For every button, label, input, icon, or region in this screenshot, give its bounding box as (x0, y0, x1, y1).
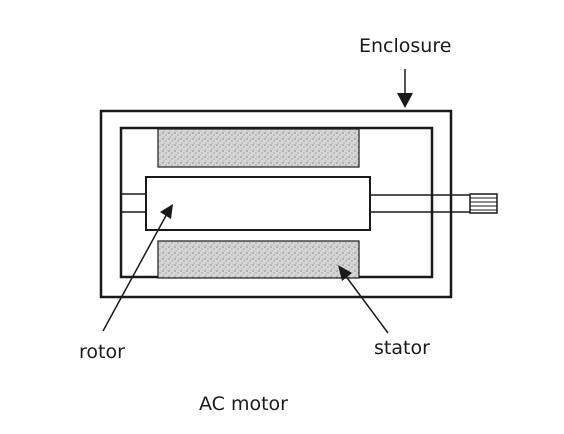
enclosure-label: Enclosure (359, 35, 452, 57)
stator-winding-top (157, 128, 360, 168)
stator-winding-bottom (157, 240, 360, 279)
rotor-body (145, 176, 371, 231)
stator-pointer-arrow (338, 265, 389, 334)
rotor-pointer-arrow (102, 204, 173, 332)
rotor-label: rotor (79, 341, 125, 363)
enclosure-outer-wall (99, 109, 453, 299)
diagram-caption: AC motor (199, 393, 288, 415)
stator-label: stator (374, 337, 430, 359)
enclosure-pointer-arrow (397, 69, 413, 108)
shaft (121, 193, 470, 213)
shaft-end (469, 193, 498, 214)
